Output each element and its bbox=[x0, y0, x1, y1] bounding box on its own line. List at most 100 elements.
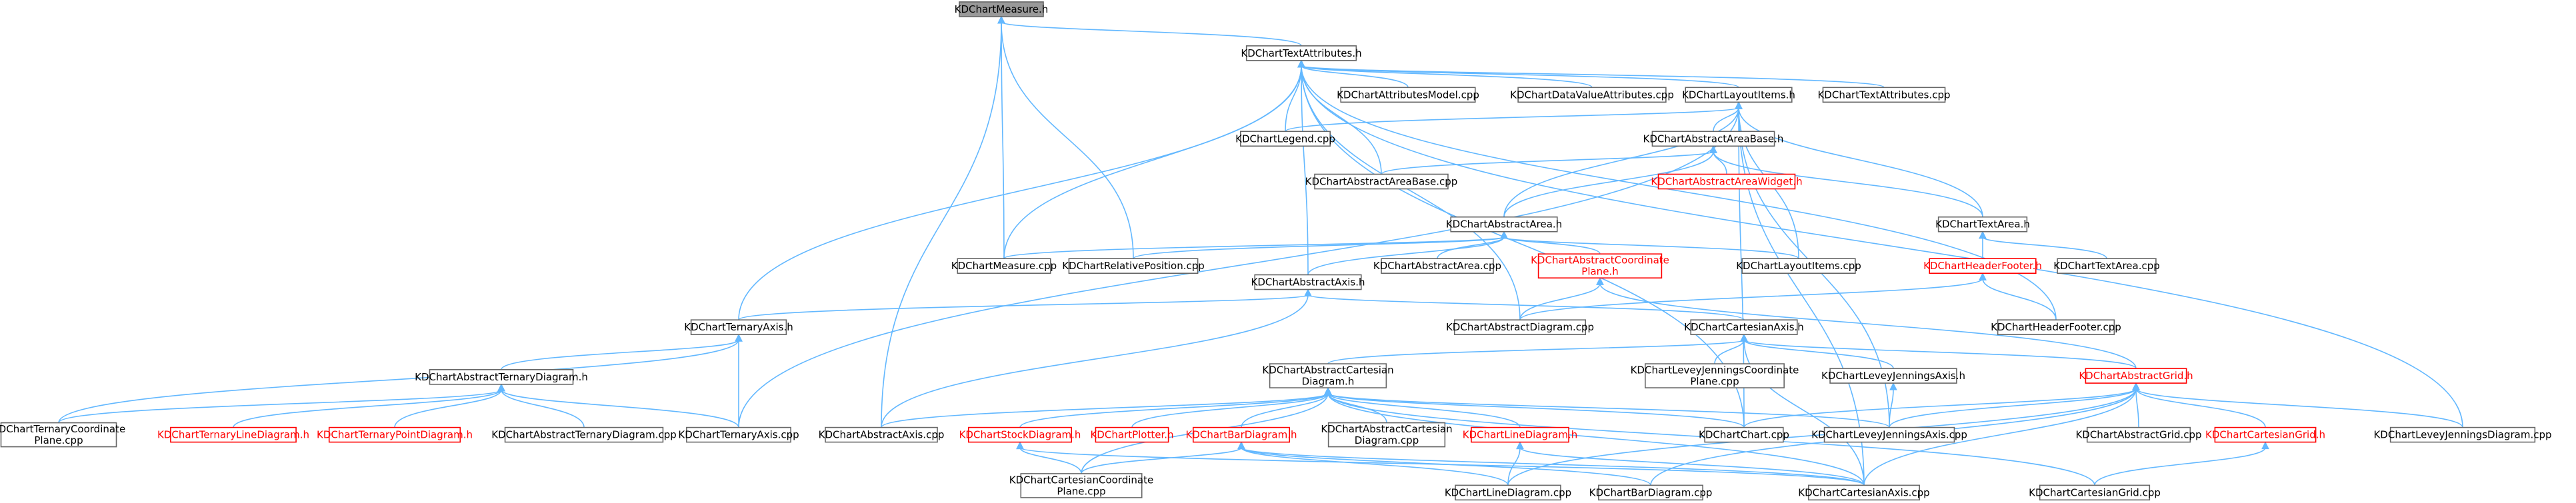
node-leveyaxis-cpp[interactable]: KDChartLeveyJenningsAxis.cpp bbox=[1811, 426, 1967, 443]
node-ternaryaxis-cpp[interactable]: KDChartTernaryAxis.cpp bbox=[678, 426, 799, 443]
node-box bbox=[1651, 131, 1775, 147]
node-layoutitems-cpp[interactable]: KDChartLayoutItems.cpp bbox=[1736, 258, 1861, 274]
node-linediagram-h[interactable]: KDChartLineDiagram.h bbox=[1463, 426, 1578, 443]
node-legend-cpp[interactable]: KDChartLegend.cpp bbox=[1235, 131, 1335, 147]
node-linediagram-cpp[interactable]: KDChartLineDiagram.cpp bbox=[1445, 484, 1571, 501]
node-box bbox=[1340, 87, 1476, 103]
dependency-edge-absarea_h-to-absaxis_h bbox=[1307, 237, 1505, 275]
node-label: KDChartTernaryCoordinate bbox=[0, 423, 125, 435]
node-label: KDChartAbstractAxis.cpp bbox=[819, 429, 945, 441]
dependency-edge-measure_h-to-measure_cpp bbox=[1001, 21, 1005, 259]
node-label: Plane.h bbox=[1581, 266, 1618, 278]
node-label: KDChartAbstractAreaBase.h bbox=[1643, 133, 1784, 145]
node-absarea-cpp[interactable]: KDChartAbstractArea.cpp bbox=[1373, 258, 1501, 274]
node-box bbox=[170, 426, 297, 443]
node-textattr-h[interactable]: KDChartTextAttributes.h bbox=[1241, 45, 1362, 61]
edge-arrowhead-cartgrid_h-to-cartgrid_cpp bbox=[2261, 441, 2269, 450]
dependency-edge-absareabase_h-to-absareabase_cpp bbox=[1381, 151, 1714, 175]
dependency-edge-headerfooter_h-to-absdiagram_cpp bbox=[1519, 278, 1983, 320]
node-box bbox=[504, 426, 664, 443]
dependency-edge-measure_h-to-relpos_cpp bbox=[1001, 21, 1134, 259]
dependency-edge-textattr_h-to-attrmodel_cpp bbox=[1301, 65, 1409, 88]
node-measure-h[interactable]: KDChartMeasure.h bbox=[955, 1, 1049, 17]
dependency-edge-absternarydiagram_h-to-ternaryline_h bbox=[233, 389, 502, 428]
node-leveyaxis-h[interactable]: KDChartLeveyJenningsAxis.h bbox=[1821, 368, 1965, 384]
node-label: KDChartTernaryPointDiagram.h bbox=[317, 429, 473, 441]
dependency-edge-bardiagram_h-to-bardiagram_cpp bbox=[1241, 446, 1651, 486]
node-textarea-cpp[interactable]: KDChartTextArea.cpp bbox=[2053, 258, 2160, 274]
node-headerfooter-cpp[interactable]: KDChartHeaderFooter.cpp bbox=[1991, 319, 2121, 335]
node-layoutitems-h[interactable]: KDChartLayoutItems.h bbox=[1682, 87, 1795, 103]
node-ternaryline-h[interactable]: KDChartTernaryLineDiagram.h bbox=[157, 426, 309, 443]
node-absaxis-h[interactable]: KDChartAbstractAxis.h bbox=[1251, 274, 1365, 290]
node-box bbox=[1192, 426, 1291, 443]
node-ternaryaxis-h[interactable]: KDChartTernaryAxis.h bbox=[684, 319, 793, 335]
dependency-edge-absternarydiagram_h-to-ternarypoint_h bbox=[394, 389, 502, 428]
node-absgrid-h[interactable]: KDChartAbstractGrid.h bbox=[2079, 368, 2193, 384]
node-label: KDChartAbstractArea.h bbox=[1446, 219, 1562, 231]
node-absternarydiagram-cpp[interactable]: KDChartAbstractTernaryDiagram.cpp bbox=[491, 426, 677, 443]
edge-arrowhead-absternarydiagram_h-to-ternaryaxis_cpp bbox=[497, 383, 505, 392]
node-label: KDChartDataValueAttributes.cpp bbox=[1510, 89, 1674, 101]
dependency-edge-leveyaxis_h-to-leveyaxis_cpp bbox=[1889, 388, 1894, 428]
edge-arrowhead-measure_h-to-absaxis_cpp bbox=[997, 15, 1005, 24]
dependency-edge-abscartdiagram_h-to-linediagram_h bbox=[1327, 392, 1521, 428]
node-datavalueattr-cpp[interactable]: KDChartDataValueAttributes.cpp bbox=[1510, 87, 1674, 103]
dependency-edge-textattr_h-to-legend_cpp bbox=[1285, 65, 1302, 132]
node-absternarydiagram-h[interactable]: KDChartAbstractTernaryDiagram.h bbox=[415, 369, 588, 385]
node-textarea-h[interactable]: KDChartTextArea.h bbox=[1935, 216, 2030, 233]
node-measure-cpp[interactable]: KDChartMeasure.cpp bbox=[951, 258, 1057, 274]
node-cartgrid-h[interactable]: KDChartCartesianGrid.h bbox=[2205, 426, 2325, 443]
node-cartgrid-cpp[interactable]: KDChartCartesianGrid.cpp bbox=[2029, 484, 2161, 501]
node-absareabase-h[interactable]: KDChartAbstractAreaBase.h bbox=[1643, 131, 1784, 147]
node-box bbox=[1245, 45, 1357, 61]
dependency-edge-absternarydiagram_h-to-absternarydiagram_cpp bbox=[501, 389, 585, 428]
node-attrmodel-cpp[interactable]: KDChartAttributesModel.cpp bbox=[1337, 87, 1479, 103]
node-plotter-h[interactable]: KDChartPlotter.h bbox=[1090, 426, 1174, 443]
node-headerfooter-h[interactable]: KDChartHeaderFooter.h bbox=[1923, 258, 2042, 274]
node-box bbox=[328, 426, 461, 443]
dependency-edge-absareabase_h-to-textarea_h bbox=[1713, 151, 1983, 217]
node-label: Diagram.cpp bbox=[1355, 434, 1419, 446]
node-ternarypoint-h[interactable]: KDChartTernaryPointDiagram.h bbox=[317, 426, 473, 443]
node-absareabase-cpp[interactable]: KDChartAbstractAreaBase.cpp bbox=[1305, 173, 1458, 190]
dependency-edge-absarea_h-to-layoutitems_cpp bbox=[1503, 236, 1799, 259]
node-absareawidget-h[interactable]: KDChartAbstractAreaWidget.h bbox=[1651, 173, 1803, 190]
node-absaxis-cpp[interactable]: KDChartAbstractAxis.cpp bbox=[819, 426, 945, 443]
dependency-edge-layoutitems_h-to-ternaryaxis_cpp bbox=[738, 107, 1739, 428]
node-relpos-cpp[interactable]: KDChartRelativePosition.cpp bbox=[1062, 258, 1205, 274]
node-leveydiagram-cpp[interactable]: KDChartLeveyJenningsDiagram.cpp bbox=[2373, 426, 2552, 443]
dependency-edge-cartaxis_h-to-leveyaxis_h bbox=[1743, 339, 1894, 369]
node-stockdiagram-h[interactable]: KDChartStockDiagram.h bbox=[959, 426, 1081, 443]
node-absarea-h[interactable]: KDChartAbstractArea.h bbox=[1446, 216, 1562, 233]
node-chart-cpp[interactable]: KDChartChart.cpp bbox=[1699, 426, 1789, 443]
edge-arrowhead-ternaryaxis_h-to-ternarycoordplane_cpp bbox=[735, 334, 743, 342]
node-bardiagram-h[interactable]: KDChartBarDiagram.h bbox=[1186, 426, 1297, 443]
dependency-edge-absgrid_h-to-chart_cpp bbox=[1743, 388, 2137, 428]
dependency-edge-headerfooter_h-to-headerfooter_cpp bbox=[1982, 278, 2057, 320]
node-cartaxis-h[interactable]: KDChartCartesianAxis.h bbox=[1684, 319, 1804, 335]
dependency-edge-absgrid_h-to-absgrid_cpp bbox=[2135, 388, 2139, 428]
dependency-edge-absgrid_h-to-leveydiagram_cpp bbox=[2135, 388, 2463, 428]
node-bardiagram-cpp[interactable]: KDChartBarDiagram.cpp bbox=[1589, 484, 1713, 501]
dependency-edge-cartaxis_h-to-leveycoordplane_cpp bbox=[1714, 339, 1745, 364]
node-box bbox=[2389, 426, 2536, 443]
node-label: KDChartAbstractDiagram.cpp bbox=[1446, 321, 1594, 333]
node-textattr-cpp[interactable]: KDChartTextAttributes.cpp bbox=[1817, 87, 1951, 103]
node-label: Plane.cpp bbox=[34, 434, 83, 446]
node-cartaxis-cpp[interactable]: KDChartCartesianAxis.cpp bbox=[1798, 484, 1930, 501]
node-label: KDChartLineDiagram.h bbox=[1463, 429, 1578, 441]
node-label: KDChartLayoutItems.h bbox=[1682, 89, 1795, 101]
node-label: KDChartAbstractCartesian bbox=[1321, 423, 1452, 435]
node-label: KDChartTernaryAxis.cpp bbox=[678, 429, 799, 441]
node-label: KDChartAttributesModel.cpp bbox=[1337, 89, 1479, 101]
node-absdiagram-cpp[interactable]: KDChartAbstractDiagram.cpp bbox=[1446, 319, 1594, 335]
node-absgrid-cpp[interactable]: KDChartAbstractGrid.cpp bbox=[2075, 426, 2202, 443]
node-box bbox=[1327, 422, 1446, 448]
